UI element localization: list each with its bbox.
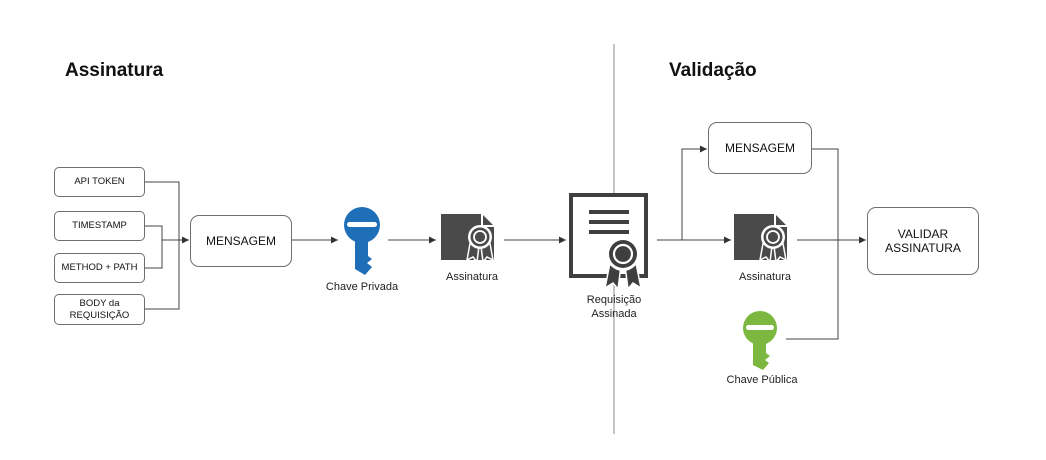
- signature-certificate-icon: [734, 214, 788, 262]
- input-box-timestamp: TIMESTAMP: [54, 211, 145, 241]
- section-title-signing: Assinatura: [65, 60, 164, 81]
- input-label: TIMESTAMP: [72, 220, 127, 232]
- message-label: MENSAGEM: [205, 233, 276, 248]
- signature-label-signing: Assinatura: [446, 271, 498, 283]
- signature-certificate-icon: [441, 214, 495, 262]
- connector-method-path: [145, 240, 163, 269]
- message-box-signing: MENSAGEM: [190, 215, 292, 267]
- input-label: BODY da REQUISIÇÃO: [69, 298, 130, 321]
- private-key-icon: [344, 207, 380, 275]
- connector-request-to-message: [657, 145, 707, 241]
- validate-signature-box: VALIDAR ASSINATURA: [867, 207, 979, 275]
- connector-message-to-validate: [812, 148, 839, 240]
- input-label: API TOKEN: [74, 176, 125, 188]
- input-box-method-path: METHOD + PATH: [54, 253, 145, 283]
- message-label: MENSAGEM: [724, 140, 795, 155]
- connector-body: [145, 240, 180, 310]
- connector-api-token: [145, 181, 180, 240]
- input-box-api-token: API TOKEN: [54, 167, 145, 197]
- section-title-validation: Validação: [669, 60, 757, 81]
- public-key-label: Chave Pública: [726, 374, 798, 386]
- public-key-icon: [743, 311, 777, 370]
- connector-publickey-to-validate: [786, 240, 839, 340]
- validate-label: VALIDAR ASSINATURA: [885, 226, 961, 255]
- signed-request-label: Requisição Assinada: [586, 294, 642, 320]
- private-key-label: Chave Privada: [325, 281, 399, 293]
- input-box-body: BODY da REQUISIÇÃO: [54, 294, 145, 325]
- input-label: METHOD + PATH: [61, 262, 138, 274]
- signed-request-document-icon: [569, 193, 648, 290]
- message-box-validation: MENSAGEM: [708, 122, 812, 174]
- signature-label-validation: Assinatura: [739, 271, 791, 283]
- connector-timestamp: [145, 225, 163, 240]
